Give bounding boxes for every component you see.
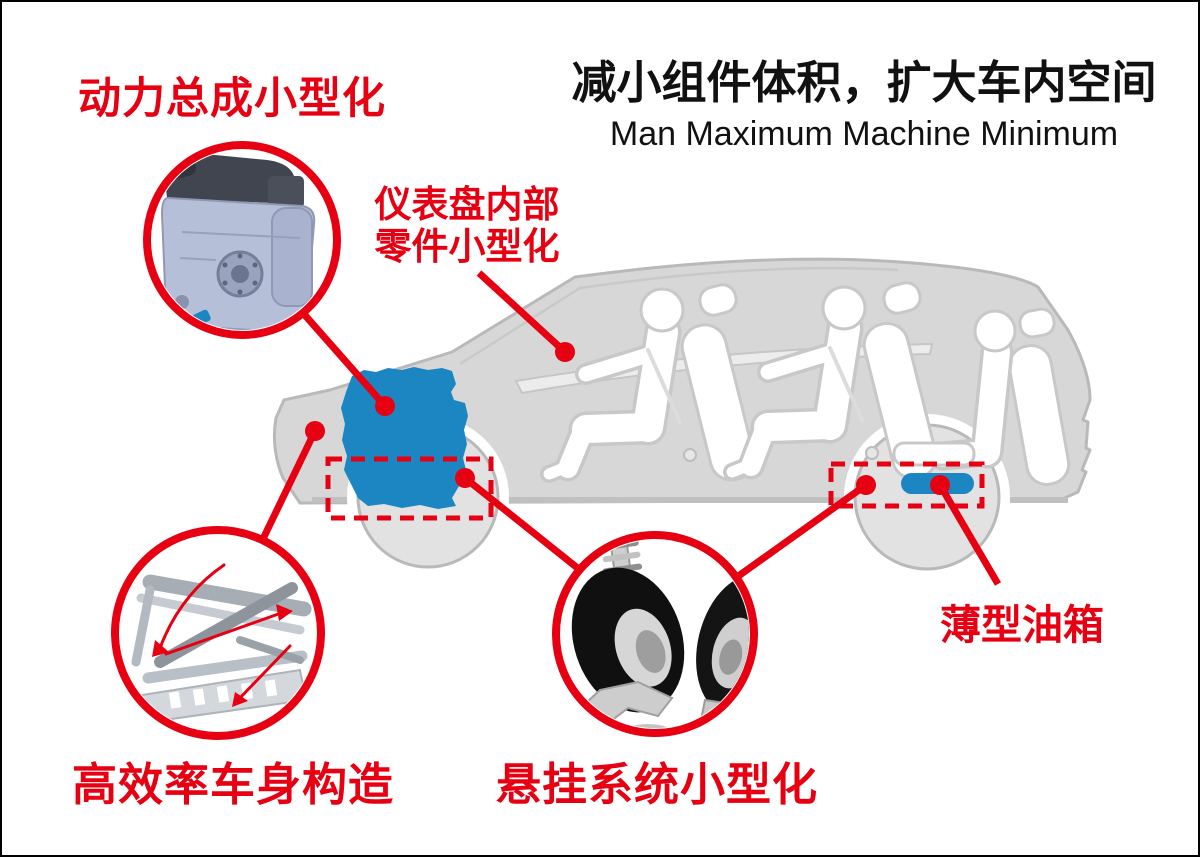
front-dashed-zone	[325, 456, 494, 521]
suspension-dot	[455, 468, 475, 488]
roof-inner-line	[459, 266, 899, 366]
dashboard-label-line2: 零件小型化	[374, 226, 560, 267]
fueltank-callout-line	[936, 483, 1002, 586]
body-callout-line	[258, 429, 319, 543]
body-dot	[305, 421, 325, 441]
rear-passenger-head	[973, 309, 1017, 353]
body-frame-callout-circle	[111, 526, 325, 740]
dashboard-dot	[555, 342, 575, 362]
seat-pivot	[683, 448, 697, 462]
body-frame-circle-ring	[111, 526, 325, 740]
middle-seatbelt	[828, 346, 864, 422]
suspension-circle-ring	[552, 531, 758, 737]
dashboard-callout-line	[476, 270, 568, 355]
middle-passenger-head	[821, 285, 867, 331]
fueltank-dot	[930, 475, 950, 495]
powertrain-label: 动力总成小型化	[78, 75, 386, 123]
engine-callout-circle	[143, 141, 341, 339]
fuel-tank-label: 薄型油箱	[940, 602, 1104, 648]
driver-figure	[540, 283, 756, 483]
suspension-label: 悬挂系统小型化	[496, 759, 819, 810]
suspension-callout-line-left	[462, 475, 583, 573]
frame-measurement-arrows	[158, 563, 292, 702]
driver-seatbelt	[646, 348, 682, 424]
rear-seat	[1007, 344, 1071, 486]
engine-circle-ring	[143, 141, 341, 339]
rear-dashed-zone	[828, 461, 985, 509]
dashboard-label: 仪表盘内部 零件小型化	[352, 184, 582, 268]
title-block: 减小组件体积，扩大车内空间 Man Maximum Machine Minimu…	[550, 46, 1178, 154]
seat-pivot	[865, 446, 879, 460]
middle-passenger-figure	[723, 281, 938, 481]
rear-headrest	[1018, 307, 1056, 339]
driver-head	[639, 287, 685, 333]
callout-dots	[305, 342, 950, 495]
middle-headrest	[882, 281, 922, 315]
suspension-callout-line-right	[734, 482, 869, 580]
rear-zone-dot	[856, 475, 876, 495]
engine-callout-line	[300, 310, 388, 409]
engine-photo	[152, 153, 316, 330]
driver-headrest	[698, 283, 738, 317]
engine-dot	[375, 396, 395, 416]
body-structure-label: 高效率车身构造	[72, 759, 395, 810]
body-frame-photo	[131, 563, 312, 724]
callout-lines	[258, 270, 1002, 586]
dashboard-label-line1: 仪表盘内部	[374, 184, 560, 225]
page-title-en: Man Maximum Machine Minimum	[609, 115, 1119, 153]
page-title-zh: 减小组件体积，扩大车内空间	[571, 57, 1157, 108]
engine-block-highlight	[341, 367, 468, 509]
rear-passenger-figure	[892, 307, 1071, 486]
